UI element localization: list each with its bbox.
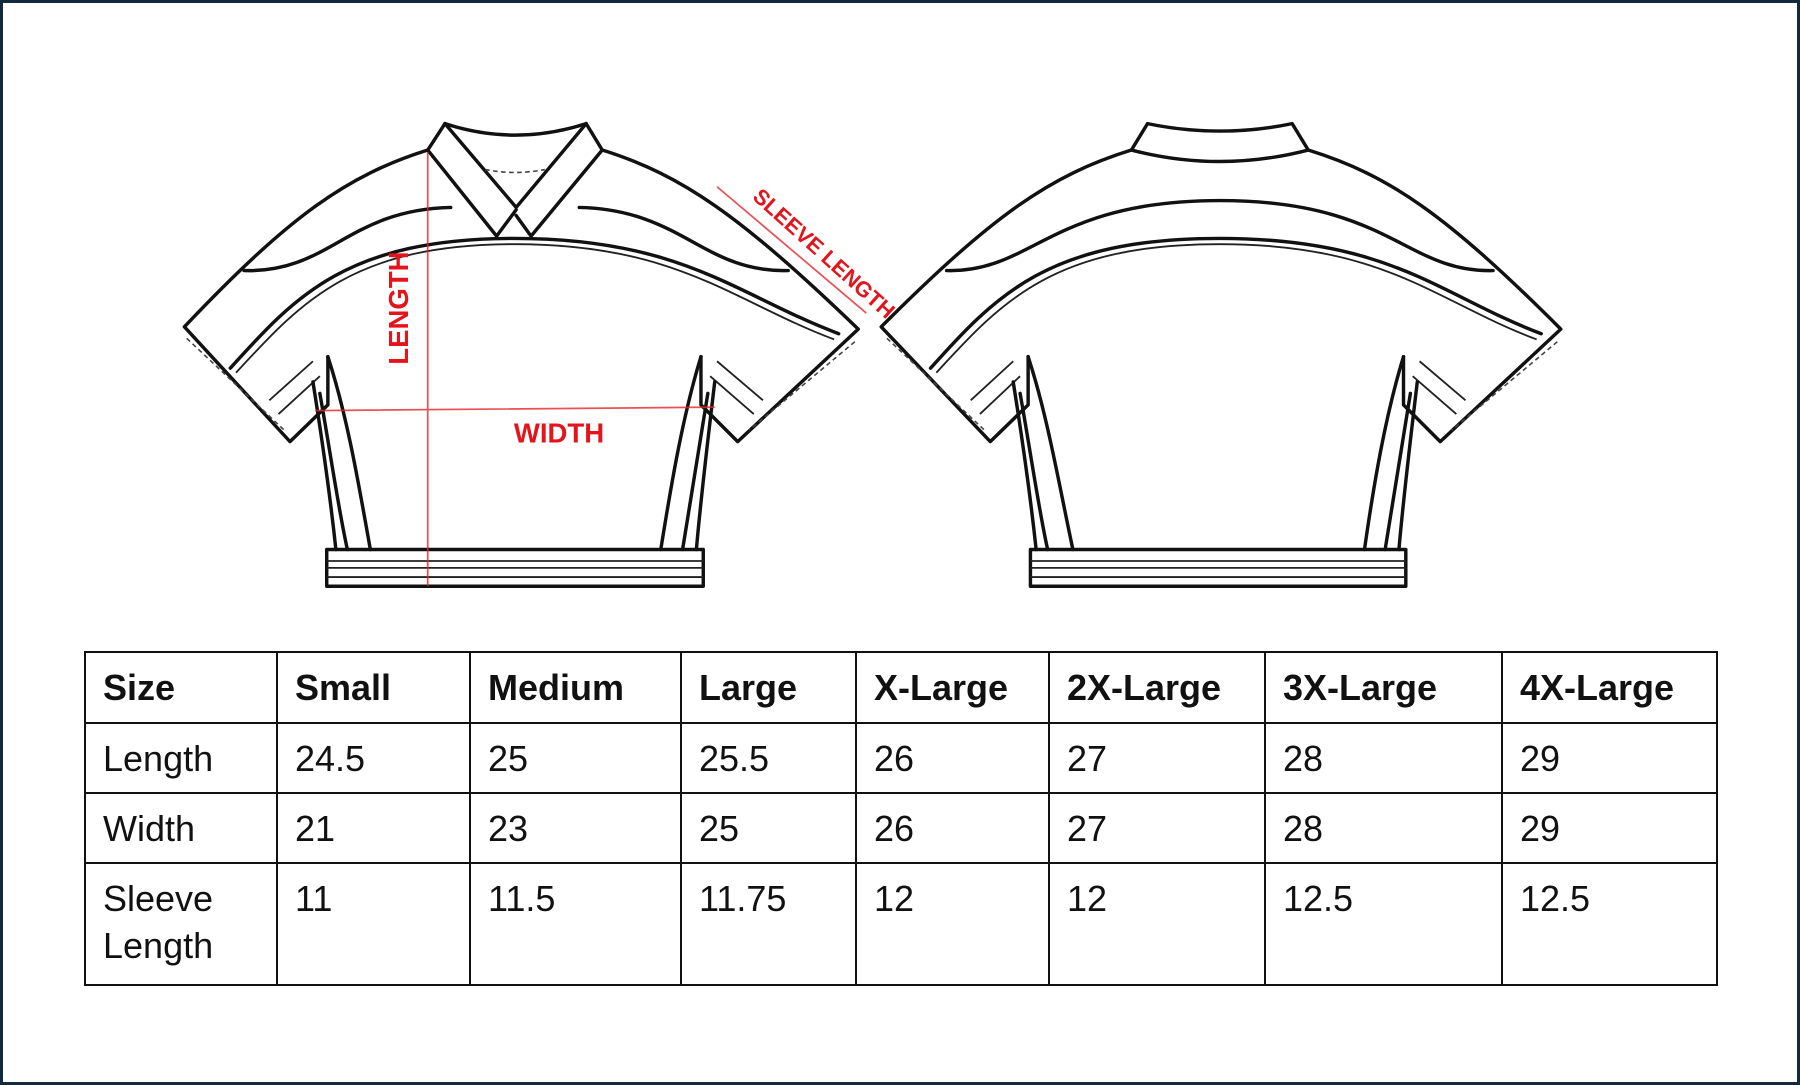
cell: 24.5 [276,722,471,794]
header-cell: 4X-Large [1501,651,1718,724]
header-cell: Medium [469,651,682,724]
table-row-length: Length 24.5 25 25.5 26 27 28 29 [84,722,1718,794]
cell: 28 [1264,722,1503,794]
cell: 12.5 [1501,862,1718,986]
table-row-width: Width 21 23 25 26 27 28 29 [84,792,1718,864]
cell: 11.5 [469,862,682,986]
cell: 12 [855,862,1050,986]
row-label: Width [84,792,278,864]
header-cell: Size [84,651,278,724]
cell: 27 [1048,722,1266,794]
cell: 27 [1048,792,1266,864]
size-table: Size Small Medium Large X-Large 2X-Large… [84,651,1718,986]
header-cell: 2X-Large [1048,651,1266,724]
cell: 21 [276,792,471,864]
header-cell: Small [276,651,471,724]
width-label: WIDTH [514,418,604,449]
cell: 11 [276,862,471,986]
cell: 26 [855,792,1050,864]
header-cell: 3X-Large [1264,651,1503,724]
cell: 25 [469,722,682,794]
row-label: Sleeve Length [84,862,278,986]
cell: 11.75 [680,862,857,986]
cell: 25.5 [680,722,857,794]
cell: 23 [469,792,682,864]
table-header-row: Size Small Medium Large X-Large 2X-Large… [84,651,1718,724]
cell: 26 [855,722,1050,794]
shirt-front-drawing: LENGTH WIDTH SLEEVE LENGTH [182,121,900,588]
header-cell: Large [680,651,857,724]
cell: 25 [680,792,857,864]
row-label: Length [84,722,278,794]
table-row-sleeve-length: Sleeve Length 11 11.5 11.75 12 12 12.5 1… [84,862,1718,986]
cell: 12.5 [1264,862,1503,986]
length-label: LENGTH [383,251,414,364]
cell: 29 [1501,792,1718,864]
cell: 29 [1501,722,1718,794]
shirt-diagrams: LENGTH WIDTH SLEEVE LENGTH [182,121,1563,588]
cell: 28 [1264,792,1503,864]
header-cell: X-Large [855,651,1050,724]
cell: 12 [1048,862,1266,986]
shirt-back-drawing [879,121,1563,588]
